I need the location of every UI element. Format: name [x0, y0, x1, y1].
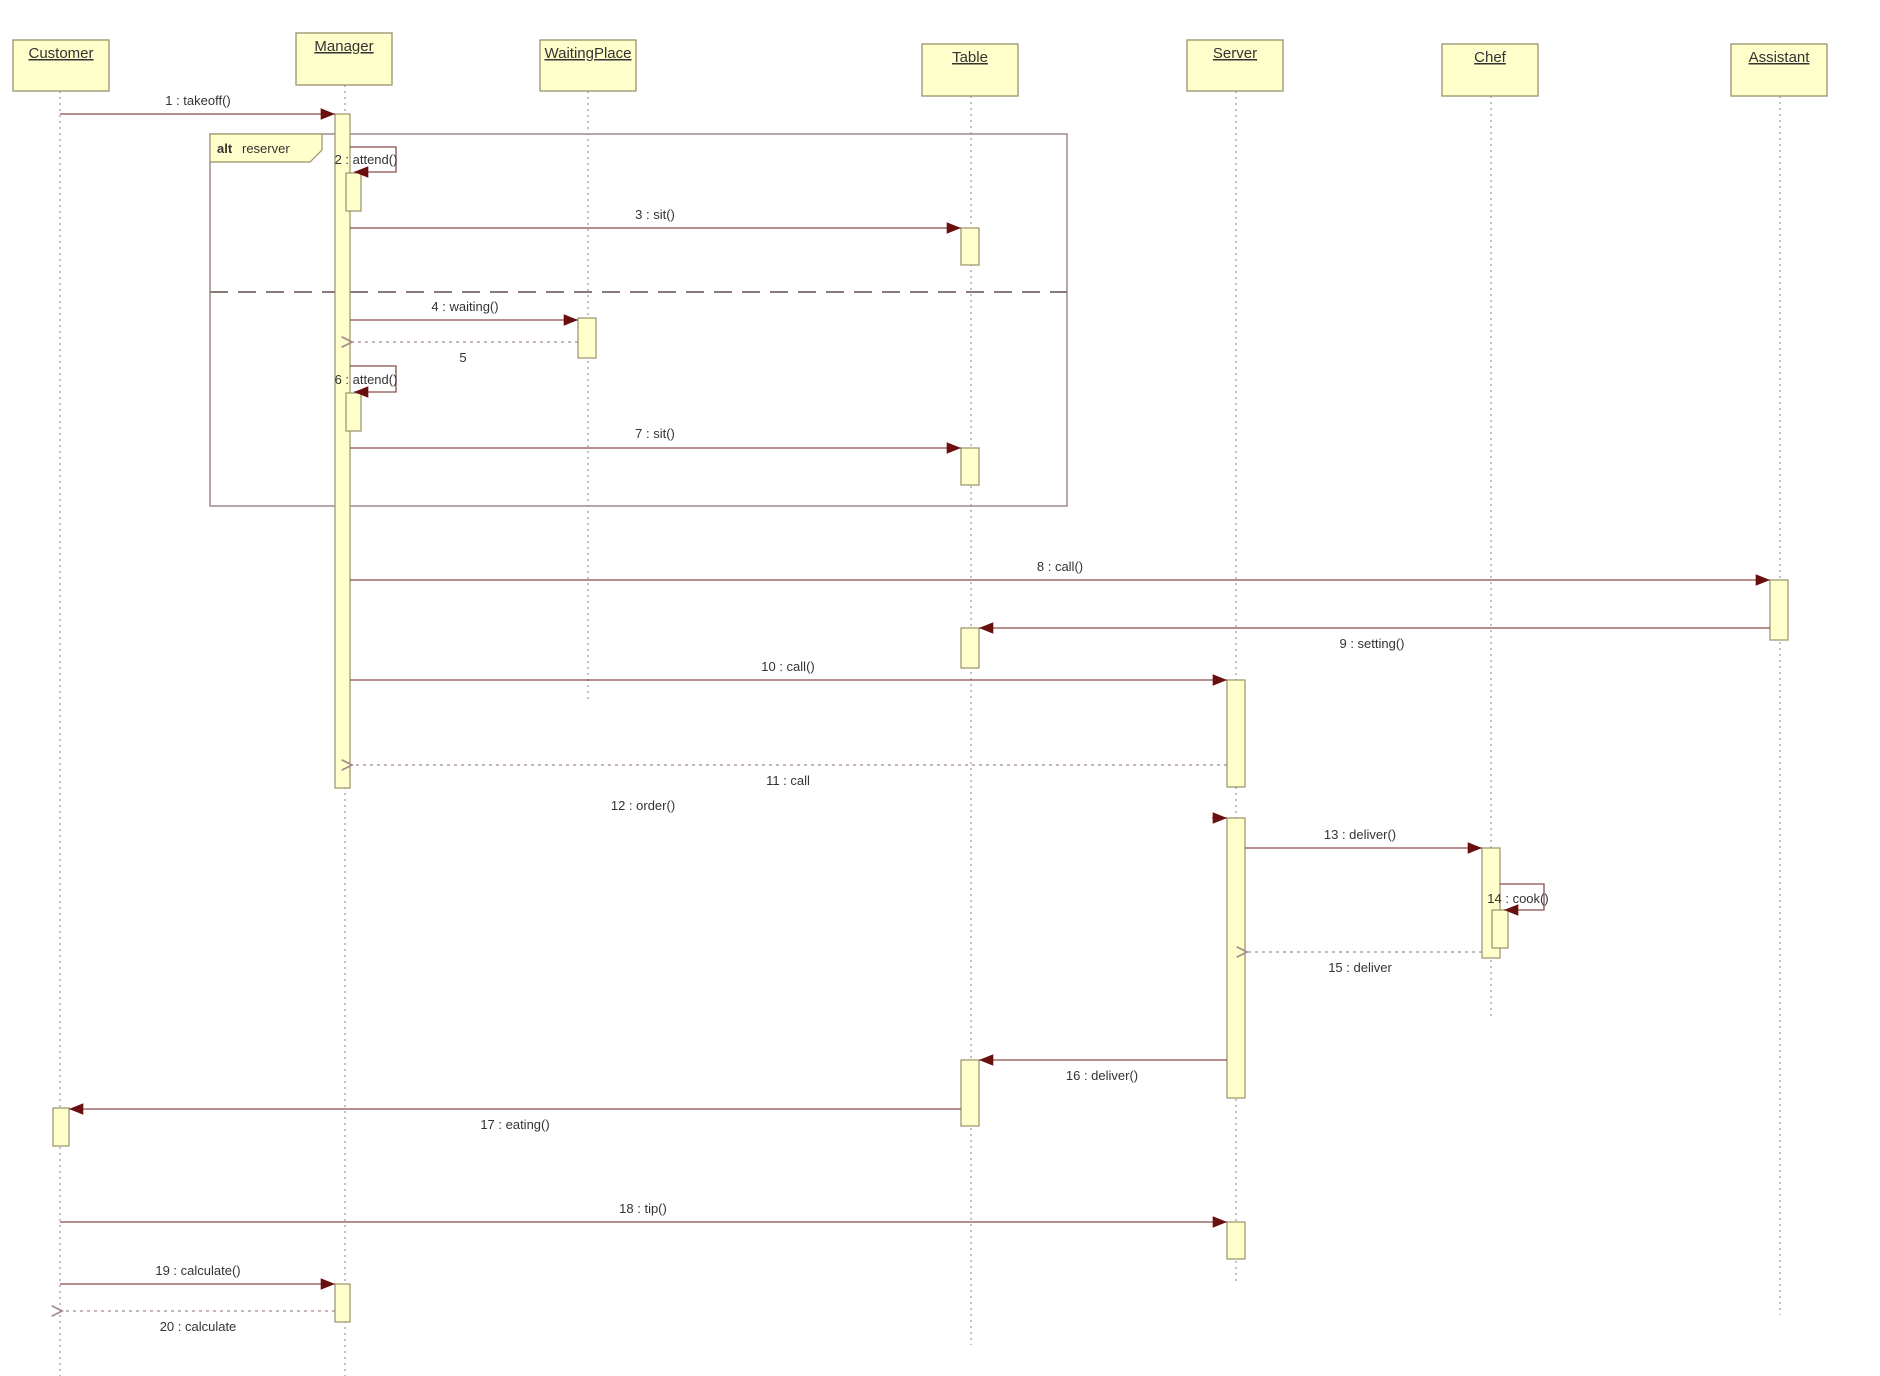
- lifeline-name-chef: Chef: [1474, 49, 1507, 66]
- message-9: 9 : setting(): [979, 622, 1770, 651]
- activation-chef-12: [1491, 909, 1509, 949]
- activation-bars: [52, 113, 1789, 1323]
- message-label-11: 11 : call: [766, 773, 810, 788]
- message-1: 1 : takeoff(): [60, 93, 335, 120]
- alt-frame-guard: reserver: [242, 141, 290, 156]
- lifeline-head-manager: Manager: [295, 32, 393, 86]
- activation-table-6: [960, 447, 980, 486]
- message-label-18: 18 : tip(): [619, 1201, 667, 1216]
- message-label-8: 8 : call(): [1037, 559, 1083, 574]
- message-8: 8 : call(): [350, 559, 1770, 586]
- message-label-5: 5: [459, 350, 466, 365]
- message-19: 19 : calculate(): [60, 1263, 335, 1290]
- message-6: 6 : attend(): [335, 365, 398, 398]
- activation-manager-5: [345, 392, 362, 432]
- lifeline-name-manager: Manager: [314, 38, 373, 55]
- activation-table-8: [960, 627, 980, 669]
- message-label-15: 15 : deliver: [1328, 960, 1392, 975]
- activation-table-3: [960, 227, 980, 266]
- message-3: 3 : sit(): [350, 207, 961, 234]
- message-label-10: 10 : call(): [761, 659, 814, 674]
- message-12: 12 : order(): [611, 798, 1227, 824]
- message-arrow-6: [350, 365, 397, 398]
- message-label-17: 17 : eating(): [480, 1117, 549, 1132]
- messages: 1 : takeoff() 2 : attend() 3 : sit() 4 : wa…: [60, 93, 1770, 1334]
- message-13: 13 : deliver(): [1245, 827, 1482, 854]
- lifeline-name-table: Table: [952, 49, 988, 66]
- lifeline-head-assistant: Assistant: [1730, 43, 1828, 97]
- message-label-19: 19 : calculate(): [155, 1263, 240, 1278]
- message-17: 17 : eating(): [69, 1103, 961, 1132]
- message-label-7: 7 : sit(): [635, 426, 675, 441]
- activation-assistant-7: [1769, 579, 1789, 641]
- message-5: 5: [352, 342, 578, 365]
- message-label-4: 4 : waiting(): [431, 299, 498, 314]
- message-7: 7 : sit(): [350, 426, 961, 454]
- activation-table-13: [960, 1059, 980, 1127]
- activation-customer-14: [52, 1107, 70, 1147]
- lifeline-head-customer: Customer: [12, 39, 110, 92]
- message-18: 18 : tip(): [60, 1201, 1227, 1228]
- message-label-9: 9 : setting(): [1339, 636, 1404, 651]
- message-label-1: 1 : takeoff(): [165, 93, 231, 108]
- lifeline-head-table: Table: [921, 43, 1019, 97]
- lifeline-name-customer: Customer: [28, 45, 93, 62]
- lifeline-name-server: Server: [1213, 45, 1257, 62]
- message-15: 15 : deliver: [1247, 952, 1482, 975]
- message-label-12: 12 : order(): [611, 798, 675, 813]
- message-arrow-14: [1500, 883, 1545, 916]
- message-20: 20 : calculate: [62, 1311, 335, 1334]
- message-arrow-2: [350, 146, 397, 178]
- lifeline-head-waitingplace: WaitingPlace: [539, 39, 637, 92]
- message-4: 4 : waiting(): [350, 299, 578, 326]
- message-label-3: 3 : sit(): [635, 207, 675, 222]
- message-label-20: 20 : calculate: [160, 1319, 237, 1334]
- activation-waitingplace-4: [577, 317, 597, 359]
- activation-manager-1: [334, 113, 351, 789]
- message-label-6: 6 : attend(): [335, 372, 398, 387]
- message-11: 11 : call: [352, 765, 1227, 788]
- message-label-16: 16 : deliver(): [1066, 1068, 1138, 1083]
- activation-server-10: [1226, 817, 1246, 1099]
- message-label-13: 13 : deliver(): [1324, 827, 1396, 842]
- lifeline-name-assistant: Assistant: [1749, 49, 1811, 66]
- lifeline-name-waitingplace: WaitingPlace: [545, 45, 632, 62]
- activation-server-15: [1226, 1221, 1246, 1260]
- lifeline-head-chef: Chef: [1441, 43, 1539, 97]
- message-label-2: 2 : attend(): [335, 152, 398, 167]
- lifeline-head-server: Server: [1186, 39, 1284, 92]
- message-16: 16 : deliver(): [979, 1054, 1227, 1083]
- alt-frame: alt reserver: [209, 133, 1068, 507]
- message-14: 14 : cook(): [1487, 883, 1549, 916]
- activation-manager-2: [345, 172, 362, 212]
- alt-frame-operator: alt: [217, 141, 233, 156]
- lifelines: Customer Manager WaitingPlace Table Server Ch…: [12, 32, 1828, 1376]
- message-2: 2 : attend(): [335, 146, 398, 178]
- activation-server-9: [1226, 679, 1246, 788]
- message-label-14: 14 : cook(): [1487, 891, 1548, 906]
- message-10: 10 : call(): [350, 659, 1227, 686]
- activation-manager-16: [334, 1283, 351, 1323]
